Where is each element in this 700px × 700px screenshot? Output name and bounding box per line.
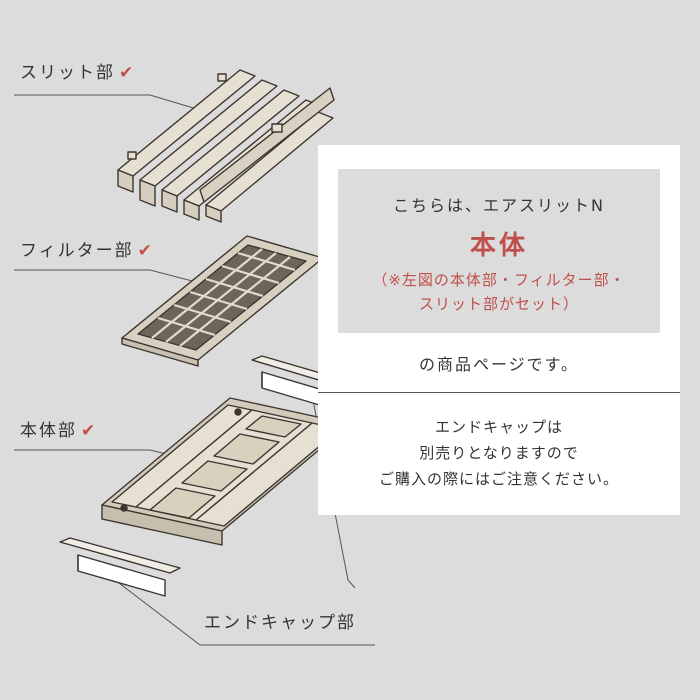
check-icon: ✔ — [81, 421, 96, 441]
label-body-text: 本体部 — [20, 421, 77, 441]
label-slit-part: スリット部✔ — [20, 65, 133, 82]
check-icon: ✔ — [119, 63, 134, 83]
endcap-note-line2: 別売りとなりますので — [419, 444, 579, 462]
label-filter-part: フィルター部✔ — [20, 243, 152, 260]
info-header-box: こちらは、エアスリットN 本体 （※左図の本体部・フィルター部・ スリット部がセ… — [338, 169, 660, 333]
leader-line-slit — [14, 94, 201, 111]
label-endcap-part: エンドキャップ部 — [204, 615, 356, 632]
label-slit-text: スリット部 — [20, 63, 115, 83]
endcap-note-line1: エンドキャップは — [434, 418, 563, 436]
info-divider — [318, 392, 680, 393]
label-endcap-text: エンドキャップ部 — [204, 613, 356, 633]
endcap-part-bottom — [59, 537, 181, 597]
info-product-main: 本体 — [469, 231, 528, 261]
check-icon: ✔ — [137, 241, 152, 261]
endcap-note-line3: ご購入の際にはご注意ください。 — [378, 470, 619, 488]
slit-part — [117, 69, 335, 223]
body-part — [101, 397, 351, 546]
info-set-note-line1: （※左図の本体部・フィルター部・ — [372, 271, 626, 289]
info-product-line: こちらは、エアスリットN — [393, 196, 605, 215]
label-filter-text: フィルター部 — [20, 241, 134, 261]
label-body-part: 本体部✔ — [20, 423, 95, 440]
filter-grid — [151, 248, 296, 347]
leader-line-filter — [14, 269, 197, 283]
info-set-note-line2: スリット部がセット） — [418, 295, 579, 313]
leader-line-endcap — [114, 579, 375, 646]
info-page-line: の商品ページです。 — [418, 355, 580, 374]
info-panel: こちらは、エアスリットN 本体 （※左図の本体部・フィルター部・ スリット部がセ… — [318, 145, 680, 515]
